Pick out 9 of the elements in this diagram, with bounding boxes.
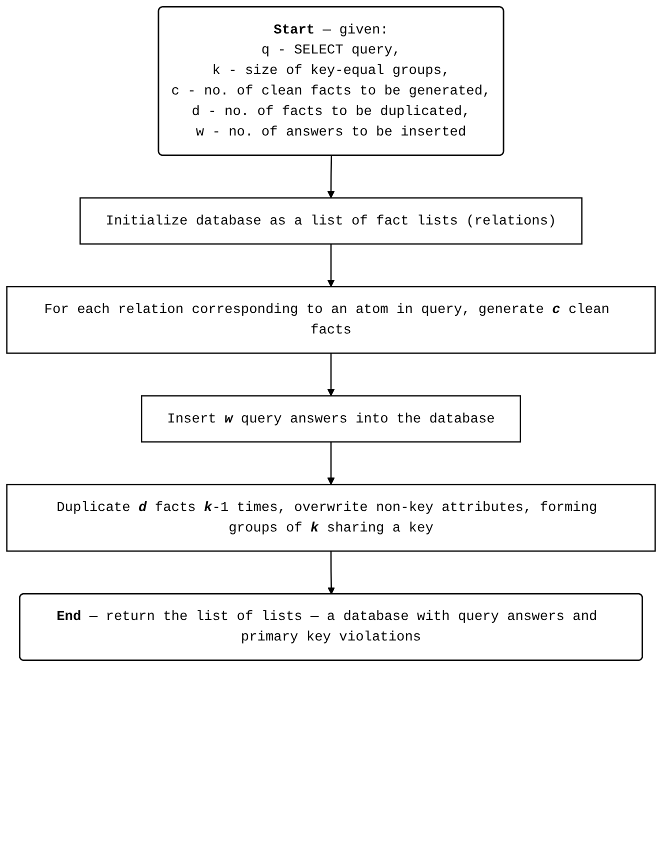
arrow — [327, 353, 335, 396]
arrow — [327, 244, 335, 287]
node-box: Initialize database as a list of fact lists (relations) — [80, 197, 582, 245]
arrow — [327, 442, 335, 485]
arrow — [327, 156, 335, 198]
node-box: Insert w query answers into the database — [140, 395, 522, 443]
arrow — [328, 551, 336, 594]
node-box: Duplicate d facts k-1 times, overwrite non-key attributes, forming groups of k sharing a key — [6, 484, 656, 552]
node-box: For each relation corresponding to an atom in query, generate c clean facts — [6, 286, 656, 354]
